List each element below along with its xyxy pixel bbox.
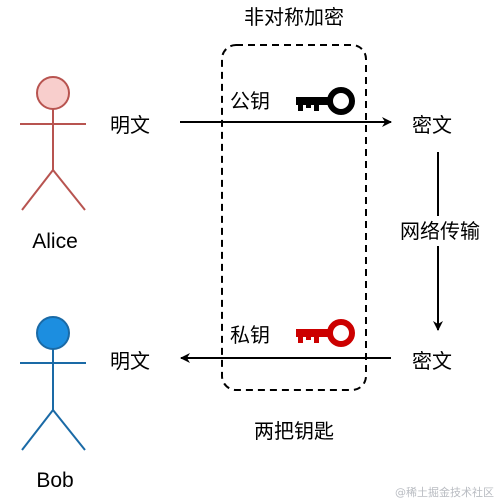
plaintext-top: 明文 bbox=[110, 113, 150, 137]
watermark: @稀土掘金技术社区 bbox=[395, 485, 494, 499]
alice-head bbox=[36, 76, 70, 110]
bob-head bbox=[36, 316, 70, 350]
alice-figure bbox=[20, 76, 86, 211]
plaintext-bottom: 明文 bbox=[110, 349, 150, 373]
public-key-label: 公钥 bbox=[230, 89, 270, 113]
bob-figure bbox=[20, 316, 86, 451]
public-key-icon bbox=[296, 87, 355, 115]
bob-name: Bob bbox=[36, 469, 73, 492]
network-label: 网络传输 bbox=[400, 219, 480, 243]
box-title: 非对称加密 bbox=[244, 5, 344, 29]
ciphertext-bottom: 密文 bbox=[412, 349, 452, 373]
alice-name: Alice bbox=[32, 230, 78, 253]
ciphertext-top: 密文 bbox=[412, 113, 452, 137]
private-key-icon bbox=[296, 319, 355, 347]
private-key-label: 私钥 bbox=[230, 323, 270, 347]
asymmetric-box bbox=[221, 44, 367, 391]
box-footer: 两把钥匙 bbox=[254, 419, 334, 443]
